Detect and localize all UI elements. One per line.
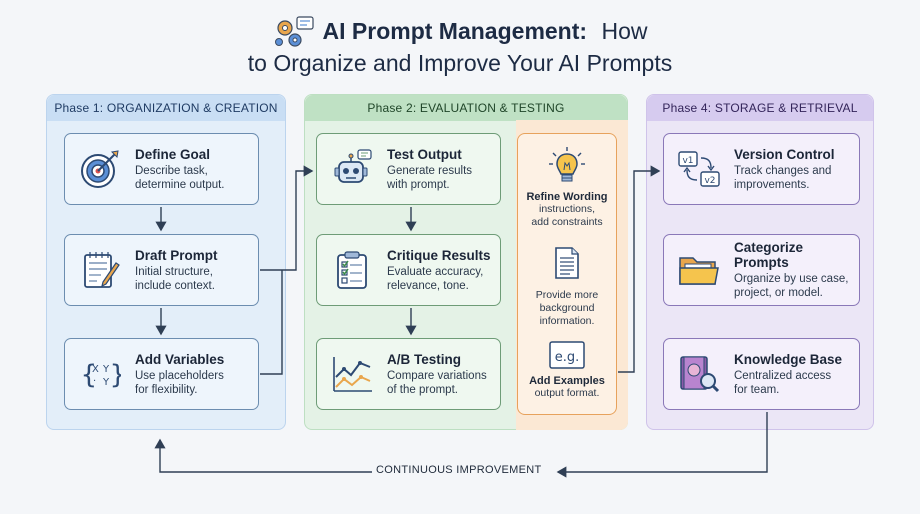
provide-background-item[interactable]: Provide more background information. <box>517 246 617 328</box>
continuous-improvement-label: CONTINUOUS IMPROVEMENT <box>372 464 546 476</box>
arrow-loop-return <box>154 438 372 473</box>
refine-desc-1: Provide more <box>535 289 599 301</box>
card-desc-1: Track changes and <box>734 164 832 177</box>
svg-text:Y: Y <box>102 364 110 375</box>
svg-text:X: X <box>92 364 99 375</box>
card-desc-1: Generate results <box>387 164 473 177</box>
card-desc-2: with prompt. <box>387 178 450 191</box>
version-swap-icon: v1 v2 <box>676 146 722 192</box>
example-eg-text: e.g. <box>555 350 580 365</box>
arrow-phase1-to-test <box>260 165 314 271</box>
card-desc-1: Describe task, <box>135 164 208 177</box>
card-desc-1: Initial structure, <box>135 265 213 278</box>
card-desc-1: Use placeholders <box>135 369 224 382</box>
card-title: Knowledge Base <box>734 351 843 367</box>
card-title: Version Control <box>734 146 835 162</box>
title-line-1: AI Prompt Management: How <box>0 14 920 48</box>
arrow-continuous-loop <box>556 412 768 478</box>
card-title: Critique Results <box>387 247 491 263</box>
card-desc-1: Compare variations <box>387 369 487 382</box>
card-version-control[interactable]: v1 v2 Version Control Track changes and … <box>663 133 860 205</box>
card-desc-2: project, or model. <box>734 287 823 299</box>
card-define-goal[interactable]: Define Goal Describe task, determine out… <box>64 133 259 205</box>
card-test-output[interactable]: Test Output Generate results with prompt… <box>316 133 501 205</box>
arrow-variables-to-phase2 <box>260 270 283 375</box>
card-desc-2: for team. <box>734 383 780 396</box>
refine-desc-1: output format. <box>534 387 600 399</box>
card-desc-2: for flexibility. <box>135 383 198 396</box>
refine-desc-1: instructions, <box>538 203 596 215</box>
line-chart-icon <box>329 351 375 397</box>
refine-title: Refine Wording <box>526 191 608 203</box>
card-categorize-prompts[interactable]: Categorize Prompts Organize by use case,… <box>663 234 860 306</box>
card-desc-2: relevance, tone. <box>387 279 469 292</box>
add-examples-item[interactable]: e.g. Add Examples output format. <box>517 340 617 400</box>
book-search-icon <box>676 351 722 397</box>
card-desc-1: Evaluate accuracy, <box>387 265 484 278</box>
variables-braces-icon: { } X Y · Y <box>77 351 123 397</box>
card-title: Add Variables <box>135 351 225 367</box>
lightbulb-icon <box>549 147 585 182</box>
card-desc-2: improvements. <box>734 178 810 191</box>
title-bold: AI Prompt Management: <box>322 17 588 44</box>
svg-text:}: } <box>110 360 121 390</box>
card-draft-prompt[interactable]: Draft Prompt Initial structure, include … <box>64 234 259 306</box>
card-title: Categorize Prompts <box>734 240 804 270</box>
card-desc-2: determine output. <box>135 178 225 191</box>
checklist-clipboard-icon <box>329 247 375 293</box>
gears-chat-icon <box>274 16 314 47</box>
phase2-header: Phase 2: EVALUATION & TESTING <box>305 95 627 121</box>
title-block: AI Prompt Management: How to Organize an… <box>0 14 920 77</box>
svg-text:Y: Y <box>102 377 110 388</box>
document-icon <box>555 247 579 279</box>
card-title: Test Output <box>387 146 462 162</box>
refine-desc-2: background <box>539 302 595 314</box>
refine-wording-item[interactable]: Refine Wording instructions, add constra… <box>517 146 617 229</box>
card-critique-results[interactable]: Critique Results Evaluate accuracy, rele… <box>316 234 501 306</box>
arrow-refine-to-version <box>618 165 661 373</box>
refine-desc-3: information. <box>539 315 595 327</box>
card-title: Draft Prompt <box>135 247 218 263</box>
card-desc-2: of the prompt. <box>387 383 458 396</box>
refine-desc-2: add constraints <box>531 216 603 228</box>
card-desc-1: Centralized access <box>734 369 832 382</box>
card-add-variables[interactable]: { } X Y · Y Add Variables Use placeholde… <box>64 338 259 410</box>
target-icon <box>77 146 123 192</box>
folder-icon <box>676 247 722 293</box>
card-title: A/B Testing <box>387 351 461 367</box>
title-line-2: to Organize and Improve Your AI Prompts <box>247 50 673 76</box>
title-rest: How <box>595 17 648 44</box>
notepad-pencil-icon <box>77 247 123 293</box>
v1-label: v1 <box>682 156 693 166</box>
card-title: Define Goal <box>135 146 211 162</box>
v2-label: v2 <box>704 176 715 186</box>
phase4-header: Phase 4: STORAGE & RETRIEVAL <box>647 95 873 121</box>
refine-title: Add Examples <box>529 375 605 387</box>
card-desc-1: Organize by use case, <box>734 273 849 285</box>
example-eg-icon: e.g. <box>549 341 585 369</box>
card-ab-testing[interactable]: A/B Testing Compare variations of the pr… <box>316 338 501 410</box>
robot-icon <box>329 146 375 192</box>
phase1-header: Phase 1: ORGANIZATION & CREATION <box>47 95 285 121</box>
card-knowledge-base[interactable]: Knowledge Base Centralized access for te… <box>663 338 860 410</box>
card-desc-2: include context. <box>135 279 215 292</box>
svg-text:{: { <box>81 360 97 390</box>
svg-text:·: · <box>93 376 96 387</box>
